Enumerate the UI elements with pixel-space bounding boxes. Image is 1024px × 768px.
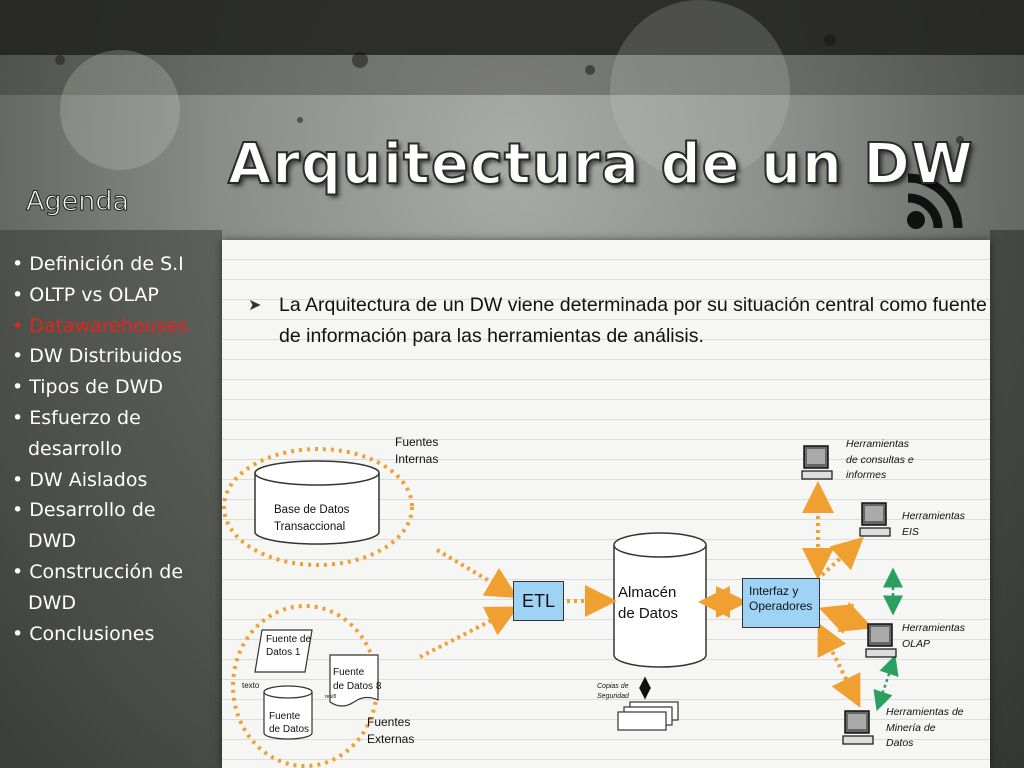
bullet-text: La Arquitectura de un DW viene determina… — [279, 294, 987, 347]
agenda-item-continuation[interactable]: desarrollo — [28, 437, 122, 460]
agenda-item[interactable]: • DW Distribuidos — [12, 345, 183, 368]
agenda-item-active[interactable]: • Datawarehouses — [12, 314, 189, 337]
arrow-bullet-icon: ➤ — [248, 297, 262, 314]
texto-small-label: res/8 — [325, 694, 337, 700]
etl-box[interactable]: ETL — [513, 581, 564, 621]
agenda-item[interactable]: • Esfuerzo de — [12, 406, 141, 429]
agenda-title: Agenda — [25, 186, 130, 218]
agenda-item[interactable]: • DW Aislados — [12, 468, 148, 491]
rss-icon — [907, 173, 963, 229]
agenda-item-continuation[interactable]: DWD — [28, 530, 77, 553]
page-title: Arquitectura de un DW — [227, 131, 974, 198]
agenda-item-continuation[interactable]: DWD — [28, 591, 77, 614]
agenda-item[interactable]: • Construcción de — [12, 560, 184, 583]
agenda-item[interactable]: • Conclusiones — [12, 622, 155, 645]
agenda-item[interactable]: • OLTP vs OLAP — [12, 283, 159, 306]
main-bullet: ➤ La Arquitectura de un DW viene determi… — [248, 290, 1002, 352]
agenda-item[interactable]: • Definición de S.I — [12, 253, 184, 275]
agenda-list: • Definición de S.I • OLTP vs OLAP • Dat… — [12, 249, 188, 649]
texto-label: texto — [242, 681, 260, 690]
agenda-item[interactable]: • Tipos de DWD — [12, 376, 164, 399]
agenda-item[interactable]: • Desarrollo de — [12, 499, 156, 522]
